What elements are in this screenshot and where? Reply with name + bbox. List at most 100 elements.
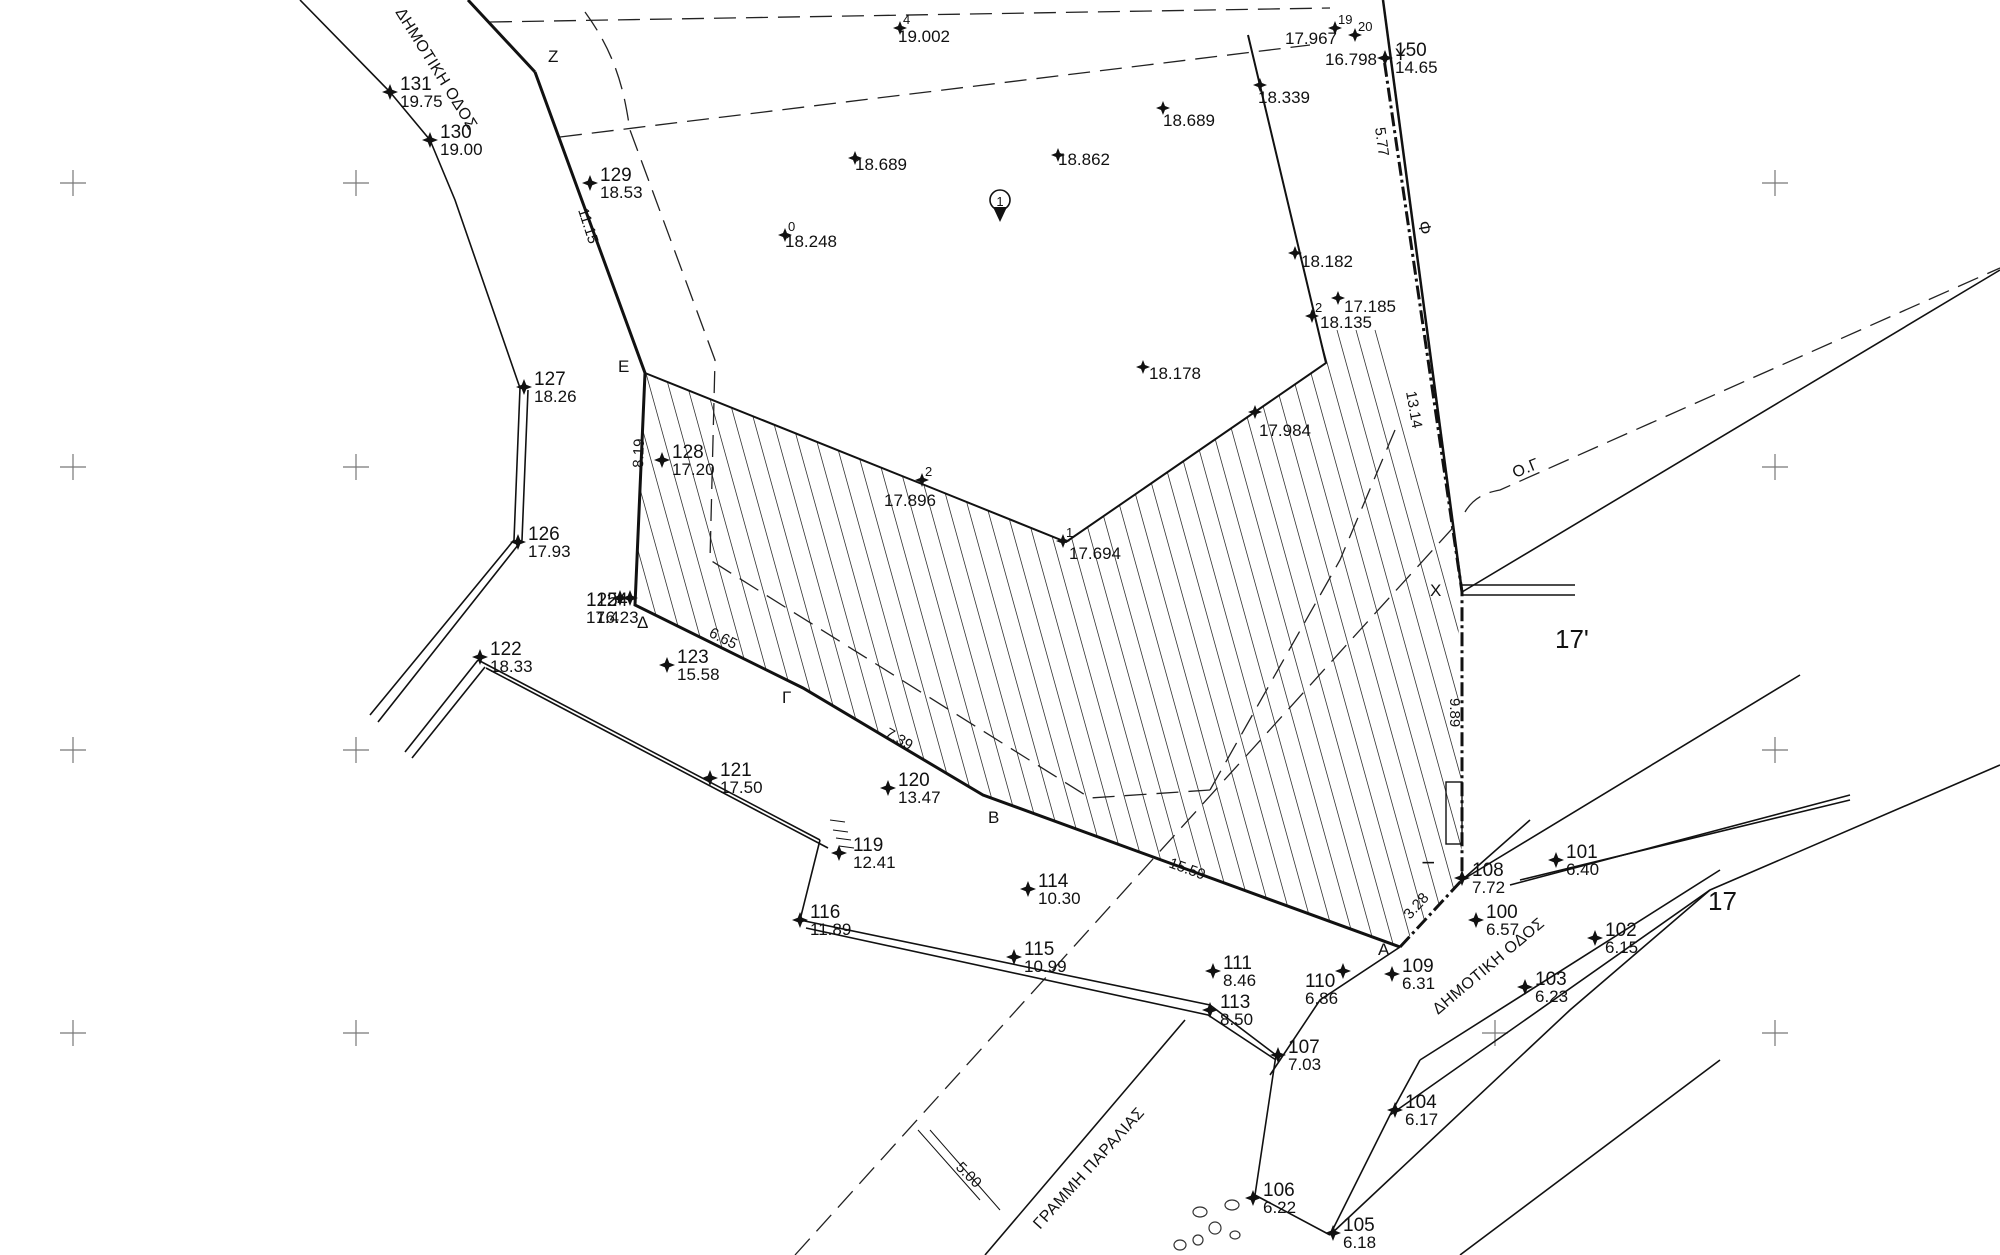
survey-point-id: 127 [534, 369, 566, 390]
spot-height-elevation: 18.135 [1320, 313, 1372, 332]
survey-point-marker [510, 534, 526, 550]
boundary-right-top [1381, 0, 1464, 593]
survey-point-elevation: 17.93 [528, 542, 571, 561]
survey-point-id: 122 [490, 639, 522, 660]
corner-x: X [1430, 581, 1441, 600]
spot-height-elevation: 17.185 [1344, 297, 1396, 316]
plot-boundary-right [1381, 51, 1464, 949]
survey-point-id: 107 [1288, 1037, 1320, 1058]
survey-point-id: 104 [1405, 1092, 1437, 1113]
survey-point-marker [1202, 1002, 1218, 1018]
spot-heights: 419.00218.68918.86218.689018.24818.33919… [778, 12, 1396, 563]
survey-point-marker [582, 175, 598, 191]
survey-point-id: 150 [1395, 40, 1427, 61]
survey-point-elevation: 10.99 [1024, 957, 1067, 976]
survey-point-marker [893, 21, 907, 35]
survey-point-marker [1468, 912, 1484, 928]
corner-i: I [1419, 860, 1438, 865]
survey-point-elevation: 12.41 [853, 853, 896, 872]
spot-height-elevation: 18.689 [1163, 111, 1215, 130]
survey-point-marker [1205, 963, 1221, 979]
plot-boundary [533, 71, 1401, 949]
survey-point-elevation: 18.53 [600, 183, 643, 202]
zone-17p: 17' [1555, 624, 1589, 654]
building-marker: 1 [989, 189, 1011, 222]
survey-point-id: 106 [1263, 1180, 1295, 1201]
dim-989: 9.89 [1446, 698, 1463, 727]
survey-point-marker [1020, 881, 1036, 897]
dim-739: 7.39 [882, 725, 916, 754]
corner-b: B [988, 808, 999, 827]
survey-point-elevation: 7.03 [1288, 1055, 1321, 1074]
survey-point-marker [1348, 28, 1362, 42]
survey-point-marker [1253, 78, 1267, 92]
building-outline [644, 34, 1328, 544]
dim-1314: 13.14 [1402, 390, 1425, 430]
survey-point-marker [612, 590, 628, 606]
survey-points: 13119.7513019.0012918.5312718.2612817.20… [382, 40, 1638, 1252]
survey-point-elevation: 8.46 [1223, 971, 1256, 990]
survey-point-marker [792, 912, 808, 928]
survey-point-id: 110 [1305, 971, 1335, 992]
survey-point-marker [1056, 534, 1070, 548]
survey-point-marker [382, 84, 398, 100]
survey-point-id: 126 [528, 524, 560, 545]
survey-point-marker [831, 845, 847, 861]
survey-point-elevation: 19.75 [400, 92, 443, 111]
survey-point-elevation: 13.47 [898, 788, 941, 807]
dashed-lines [489, 7, 2000, 1255]
dimension-line-500b [929, 1129, 1001, 1211]
dim-819: 8.19 [630, 438, 648, 468]
survey-point-marker [422, 132, 438, 148]
zone-17: 17 [1708, 886, 1737, 916]
survey-point-elevation: 10.30 [1038, 889, 1081, 908]
spot-height-elevation: 18.248 [785, 232, 837, 251]
survey-point-id: 105 [1343, 1215, 1375, 1236]
survey-point-marker [1384, 966, 1400, 982]
survey-point-elevation: 6.40 [1566, 860, 1599, 879]
survey-point-marker [1335, 963, 1351, 979]
dim-577: 5.77 [1371, 126, 1392, 157]
survey-point-marker [1387, 1102, 1403, 1118]
right-street [1269, 269, 2000, 1255]
survey-point-id: 125 [586, 590, 618, 611]
survey-point-marker [702, 770, 718, 786]
survey-point-marker [915, 473, 929, 487]
spot-height-elevation: 19.002 [898, 27, 950, 46]
survey-point-elevation: 6.15 [1605, 938, 1638, 957]
survey-point-elevation: 6.17 [1405, 1110, 1438, 1129]
spot-height-number: 19 [1338, 12, 1352, 27]
survey-point-elevation: 17.20 [672, 460, 715, 479]
survey-point-marker [1136, 360, 1150, 374]
spot-height-elevation: 17.896 [884, 491, 936, 510]
survey-point-marker [1248, 405, 1262, 419]
survey-point-elevation: 19.00 [440, 140, 483, 159]
meter-box [1445, 781, 1463, 845]
survey-point-elevation: 18.33 [490, 657, 533, 676]
survey-point-marker [848, 151, 862, 165]
setback-hatch [635, 329, 1462, 947]
spot-height-number: 2 [1315, 300, 1322, 315]
spot-height-elevation: 16.798 [1325, 50, 1377, 69]
survey-point-elevation: 17.4 [586, 608, 619, 627]
survey-point-id: 115 [1024, 939, 1054, 960]
survey-point-id: 128 [672, 442, 704, 463]
survey-point-marker [778, 228, 792, 242]
survey-point-id: 120 [898, 770, 930, 791]
survey-point-marker [1245, 1190, 1261, 1206]
corner-y: Y [1395, 45, 1406, 64]
spot-height-elevation: 18.182 [1301, 252, 1353, 271]
survey-point-elevation: 16.23 [596, 608, 639, 627]
survey-point-id: 103 [1535, 969, 1567, 990]
survey-point-id: 131 [400, 74, 432, 95]
survey-point-elevation: 14.65 [1395, 58, 1438, 77]
rocks [1173, 1199, 1241, 1251]
corner-f: Φ [1414, 219, 1435, 236]
survey-point-id: 111 [1223, 953, 1252, 974]
coast-line-label: ΓΡΑΜΜΗ ΠΑΡΑΛΙΑΣ [1030, 1104, 1148, 1232]
dim-1115: 11.15 [574, 206, 601, 246]
survey-point-marker [1051, 148, 1065, 162]
survey-point-id: 109 [1402, 956, 1434, 977]
spot-height-elevation: 18.862 [1058, 150, 1110, 169]
survey-point-marker [1454, 870, 1470, 886]
